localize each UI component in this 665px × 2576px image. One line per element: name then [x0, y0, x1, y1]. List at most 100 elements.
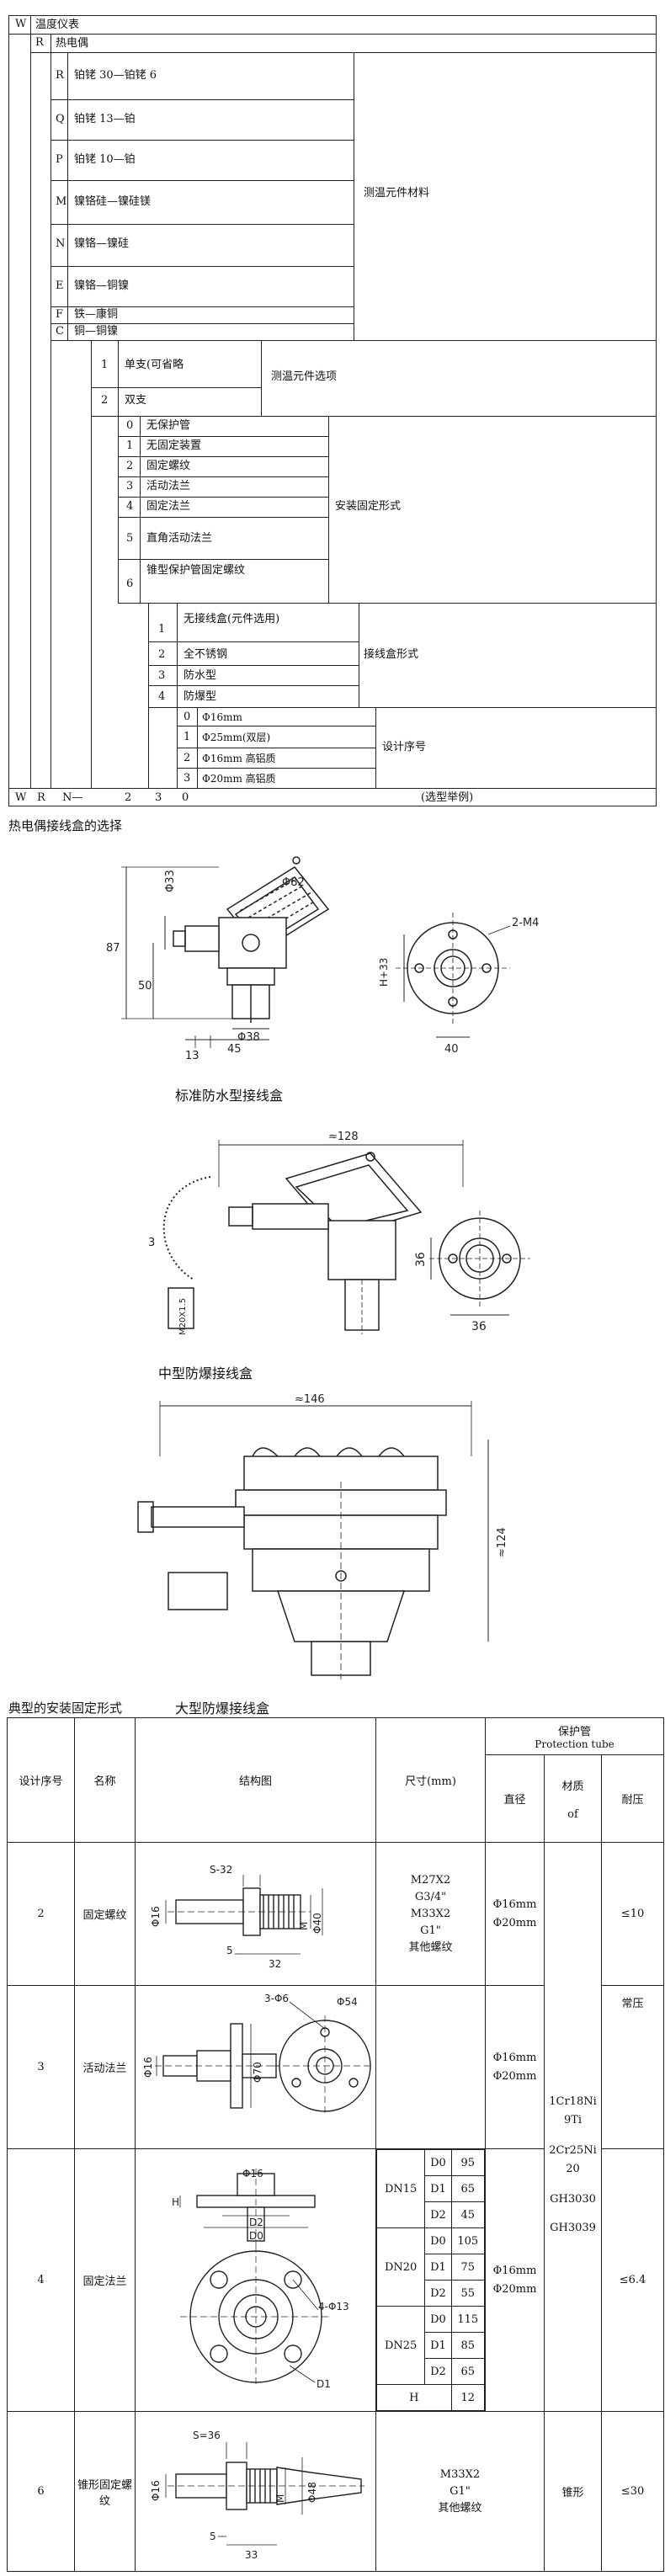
row6-structure: S=36 Φ16 M Φ48 5 33: [135, 2411, 376, 2572]
flange-dn25-d0-label: D0: [424, 2306, 452, 2333]
row6-dim-5: 5: [210, 2531, 216, 2542]
mount-3: 活动法兰: [146, 480, 191, 492]
example-code-w: W: [15, 791, 27, 804]
row3-dim-phi16: Φ16: [142, 2057, 154, 2078]
dim-h33: H+33: [378, 958, 390, 987]
code-design-3: 3: [184, 772, 191, 785]
row3-diameter-1: Φ20mm: [492, 2069, 537, 2083]
code-material-q: Q: [56, 113, 65, 125]
row3-dim-phi54: Φ54: [337, 1996, 358, 2008]
code-material-p: P: [56, 153, 63, 166]
flange-dn25: DN25: [375, 2306, 426, 2385]
mount-6: 锥型保护管固定螺纹: [146, 564, 246, 577]
flange-size-table: DN15 D0 95 D1 65 D2 45 DN20 D0 105: [375, 2149, 486, 2411]
caption-large-box: 大型防爆接线盒: [175, 1700, 270, 1716]
row3-diameter: Φ16mm Φ20mm: [485, 1985, 545, 2149]
mount-5: 直角活动法兰: [146, 532, 213, 545]
mounting-spec-table: 设计序号 名称 结构图 尺寸(mm) 保护管 Protection tube 直…: [7, 1717, 665, 2572]
material-p: 铂铑 10—铂: [74, 153, 136, 166]
row3-structure: Φ16 Φ70 3-Φ6 Φ54: [135, 1985, 376, 2149]
flange-dn25-d1-value: 85: [450, 2332, 486, 2359]
header-material: 材质 of: [544, 1754, 602, 1843]
code-material-n: N: [56, 237, 66, 250]
flange-dn15-d2-label: D2: [424, 2201, 452, 2228]
flange-dn15-d0-label: D0: [424, 2149, 452, 2176]
header-diameter: 直径: [485, 1754, 545, 1843]
row6-size-1: G1": [450, 2484, 471, 2498]
dim-m20: M20X1.5: [178, 1298, 188, 1335]
row-label-w: 温度仪表: [35, 19, 80, 31]
row3-dim-phi70: Φ70: [252, 2062, 263, 2083]
mount-1: 无固定装置: [146, 439, 202, 452]
material-1: 9Ti: [563, 2113, 583, 2126]
row4-diameter-1: Φ20mm: [492, 2282, 537, 2296]
row6-size-2: 其他螺纹: [438, 2501, 482, 2515]
code-mount-2: 2: [126, 460, 134, 472]
material-5: GH3039: [550, 2221, 596, 2234]
flange-dn25-d2-label: D2: [424, 2358, 452, 2385]
code-mount-3: 3: [126, 480, 134, 492]
design-3: Φ20mm 高铝质: [202, 773, 276, 785]
row4-dim-d2: D2: [249, 2217, 263, 2228]
flange-dn20-d2-value: 55: [450, 2280, 486, 2307]
row2-structure: S-32 Φ16 M Φ40 5 32: [135, 1842, 376, 1986]
row4-structure: Φ16 H D2 D0 4-Φ13 D1: [135, 2148, 376, 2412]
row6-dim-phi16: Φ16: [150, 2480, 162, 2501]
dim-146: ≈146: [295, 1393, 325, 1406]
example-code-2: 2: [125, 791, 132, 804]
code-material-e: E: [56, 279, 64, 292]
row6-pressure: ≤30: [600, 2411, 665, 2572]
dim-phi82: Φ82: [282, 876, 305, 889]
header-size: 尺寸(mm): [375, 1717, 486, 1843]
code-material-c: C: [56, 325, 64, 338]
dim-45: 45: [227, 1043, 242, 1056]
flange-dn15-d1-value: 65: [450, 2175, 486, 2202]
row6-name: 锥形固定螺纹: [74, 2411, 136, 2572]
option-single: 单支(可省略: [125, 359, 184, 371]
material-f: 铁—康铜: [74, 308, 119, 321]
row4-pressure: ≤6.4: [600, 2148, 665, 2412]
model-selection-table: W 温度仪表 R 热电偶 测温元件材料 R 铂铑 30—铂铑 6 Q 铂铑 13…: [0, 0, 665, 808]
flange-dn15-d0-value: 95: [450, 2149, 486, 2176]
example-code-n: N—: [62, 791, 83, 804]
flange-h-label: H: [376, 2384, 452, 2411]
dim-50: 50: [138, 980, 152, 993]
group-label-box: 接线盒形式: [364, 648, 419, 661]
row3-diameter-0: Φ16mm: [492, 2051, 537, 2064]
code-box-1: 1: [158, 623, 166, 636]
example-code-0: 0: [182, 791, 189, 804]
group-label-design: 设计序号: [382, 741, 427, 753]
code-design-2: 2: [184, 752, 191, 764]
row-label-r: 热电偶: [56, 37, 89, 50]
header-structure: 结构图: [135, 1717, 376, 1843]
material-cell: 1Cr18Ni 9Ti 2Cr25Ni 20 GH3030 GH3039: [544, 1842, 602, 2412]
row2-diameter-1: Φ20mm: [492, 1916, 537, 1929]
row6-size-0: M33X2: [439, 2467, 481, 2481]
fixed-flange-drawing: Φ16 H D2 D0 4-Φ13 D1: [172, 2168, 349, 2390]
material-m: 镍铬硅—镍硅镁: [74, 195, 152, 208]
header-name: 名称: [74, 1717, 136, 1843]
row2-size-1: G3/4": [414, 1890, 447, 1903]
row2-name: 固定螺纹: [74, 1842, 136, 1986]
taper-thread-drawing: S=36 Φ16 M Φ48 5 33: [150, 2430, 364, 2561]
dim-13: 13: [185, 1050, 200, 1062]
fixed-thread-drawing: S-32 Φ16 M Φ40 5 32: [150, 1864, 323, 1970]
flange-dn20: DN20: [375, 2227, 426, 2307]
code-design-1: 1: [184, 731, 191, 743]
row2-diameter: Φ16mm Φ20mm: [485, 1842, 545, 1986]
row4-dim-d1: D1: [317, 2378, 331, 2390]
row4-name: 固定法兰: [74, 2148, 136, 2412]
header-pressure: 耐压: [600, 1754, 665, 1843]
box-3: 防水型: [184, 669, 217, 682]
flange-dn20-d2-label: D2: [424, 2280, 452, 2307]
mount-4: 固定法兰: [146, 500, 191, 513]
example-code-3: 3: [155, 791, 162, 804]
material-q: 铂铑 13—铂: [74, 113, 136, 125]
group-label-material: 测温元件材料: [364, 187, 430, 200]
row4-dim-d0: D0: [249, 2230, 263, 2242]
row4-diameter: Φ16mm Φ20mm: [485, 2148, 545, 2412]
row3-size: [375, 1985, 486, 2149]
row4-dim-phi16: Φ16: [242, 2168, 263, 2179]
row2-size-4: 其他螺纹: [408, 1940, 453, 1954]
option-double: 双支: [125, 394, 147, 407]
